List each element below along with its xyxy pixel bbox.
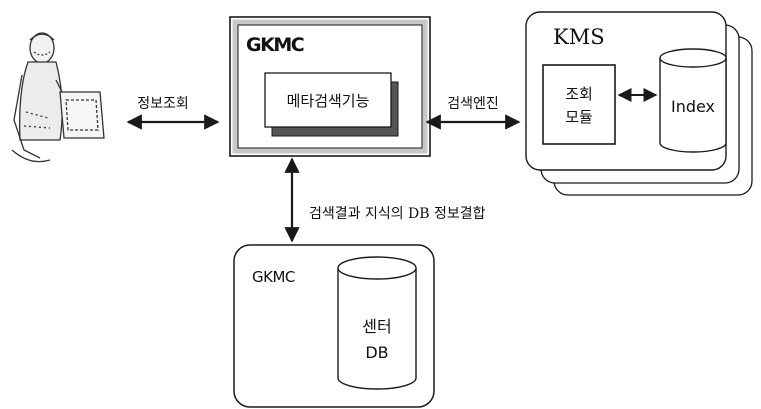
center-db-label-line2: DB [365,343,388,362]
portal-kms-label: 검색엔진 [447,96,499,112]
portal-center-label: 검색결과 지식의 DB 정보결합 [309,206,486,222]
center-db-cylinder-icon [337,256,417,390]
meta-search-module-box [264,72,399,137]
gkmc-portal-title: GKMC [246,34,304,56]
kms-title: KMS [553,25,605,49]
index-cylinder-icon [659,48,727,153]
meta-search-module-label: 메타검색기능 [287,92,370,110]
user-figure-icon [11,32,105,163]
center-db-label-line1: 센터 [362,317,391,336]
index-label: Index [671,97,715,116]
query-module-label-line2: 모듈 [565,108,593,126]
user-portal-label: 정보조회 [137,96,189,112]
gkmc-center-title: GKMC [252,268,295,286]
query-module-label-line1: 조회 [565,85,593,103]
query-module-box [542,64,616,145]
